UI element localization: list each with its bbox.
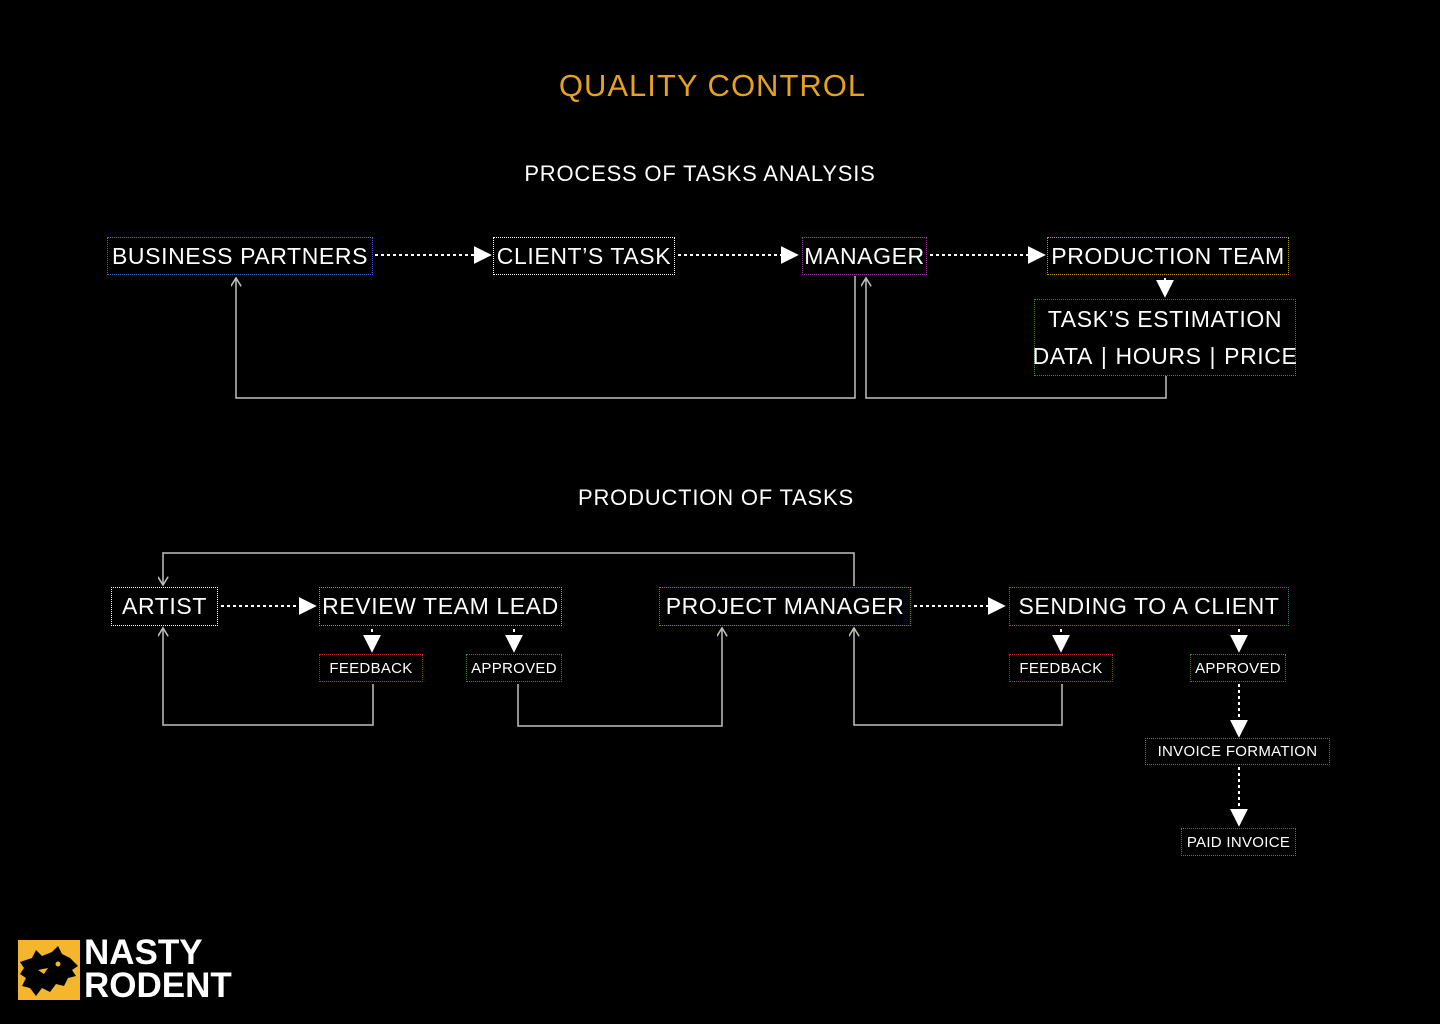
project-manager-box: PROJECT MANAGER <box>659 587 911 626</box>
loop-feedback-to-artist <box>163 628 374 726</box>
page-title: QUALITY CONTROL <box>558 68 867 103</box>
production-heading: PRODUCTION OF TASKS <box>578 485 854 510</box>
logo-line-1: NASTY <box>84 933 203 972</box>
logo-line-2: RODENT <box>84 966 232 1005</box>
brand-logo: NASTY RODENT <box>18 933 248 1005</box>
analysis-heading: PROCESS OF TASKS ANALYSIS <box>524 161 876 186</box>
rat-head-icon <box>18 940 80 1000</box>
estimation-item-data: DATA <box>1032 342 1093 369</box>
approved-box-client: APPROVED <box>1190 654 1286 682</box>
estimation-separator: | <box>1100 342 1108 369</box>
artist-box: ARTIST <box>111 587 218 626</box>
estimation-item-hours: HOURS <box>1115 342 1202 369</box>
manager-box: MANAGER <box>802 237 927 275</box>
invoice-formation-box: INVOICE FORMATION <box>1145 738 1330 765</box>
clients-task-box: CLIENT’S TASK <box>493 237 675 275</box>
loop-client-feedback-to-pm <box>854 628 1063 726</box>
loop-manager-to-partners <box>236 276 856 399</box>
business-partners-box: BUSINESS PARTNERS <box>107 237 373 275</box>
estimation-item-price: PRICE <box>1224 342 1298 369</box>
loop-approved-to-pm <box>517 628 722 727</box>
logo-wordmark: NASTY RODENT <box>84 933 232 1005</box>
feedback-box-review: FEEDBACK <box>319 654 423 682</box>
loop-estimation-to-manager <box>866 278 1167 399</box>
estimation-items: DATA | HOURS | PRICE <box>1033 343 1298 370</box>
review-team-lead-box: REVIEW TEAM LEAD <box>319 587 562 626</box>
approved-box-review: APPROVED <box>466 654 562 682</box>
estimation-separator: | <box>1209 342 1217 369</box>
loop-pm-to-artist <box>163 552 855 586</box>
feedback-box-client: FEEDBACK <box>1009 654 1113 682</box>
estimation-title: TASK’S ESTIMATION <box>1047 305 1283 332</box>
production-team-box: PRODUCTION TEAM <box>1047 237 1289 275</box>
task-estimation-box: TASK’S ESTIMATION DATA | HOURS | PRICE <box>1033 299 1298 376</box>
sending-to-client-box: SENDING TO A CLIENT <box>1009 587 1289 626</box>
paid-invoice-box: PAID INVOICE <box>1181 828 1296 856</box>
